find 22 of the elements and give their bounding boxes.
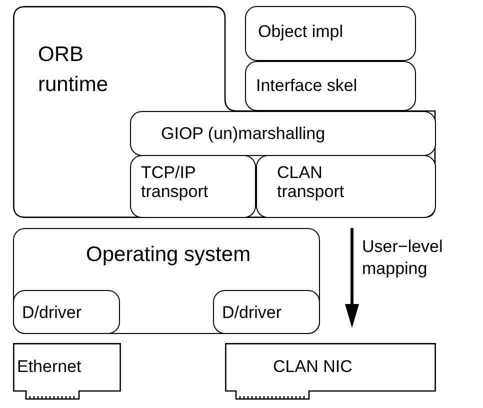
node-label: Interface skel: [256, 76, 358, 95]
node-label: ORB runtime: [38, 42, 110, 98]
node-label: CLAN NIC: [273, 357, 352, 376]
network-card: [225, 343, 436, 400]
node-label: GIOP (un)marshalling: [161, 124, 326, 143]
node-label: Operating system: [86, 243, 251, 267]
node-label: TCP/IP transport: [141, 163, 210, 201]
node-label: D/driver: [22, 303, 82, 322]
layer-box: [245, 6, 416, 61]
node-label: CLAN transport: [277, 163, 346, 201]
node-label: D/driver: [222, 303, 282, 322]
layer-box: [13, 228, 320, 334]
driver-box: [213, 290, 320, 334]
node-label: Ethernet: [17, 357, 82, 376]
driver-box: [13, 290, 120, 334]
node-label: Object impl: [258, 22, 344, 41]
layer-box: [245, 61, 416, 111]
layer-box: [130, 155, 256, 218]
network-card: [13, 343, 121, 400]
layer-box: [256, 155, 436, 218]
annotation-text: User−level mapping: [362, 236, 444, 280]
layer-box: [130, 111, 436, 156]
